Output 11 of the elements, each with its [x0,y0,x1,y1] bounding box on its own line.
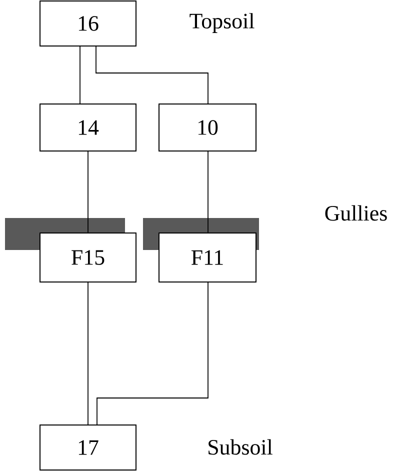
layer-box: 10 [158,104,256,152]
connector-line [96,282,208,425]
connector-line [96,46,208,104]
layer-box: 16 [40,0,136,46]
layer-label: Gullies [325,205,387,221]
layer-box: 17 [40,424,136,470]
layer-label: Subsoil [208,439,272,455]
layer-box: 14 [40,104,136,152]
layer-box: F11 [158,232,256,282]
layer-box: F15 [40,232,136,282]
layer-label: Topsoil [190,13,254,33]
